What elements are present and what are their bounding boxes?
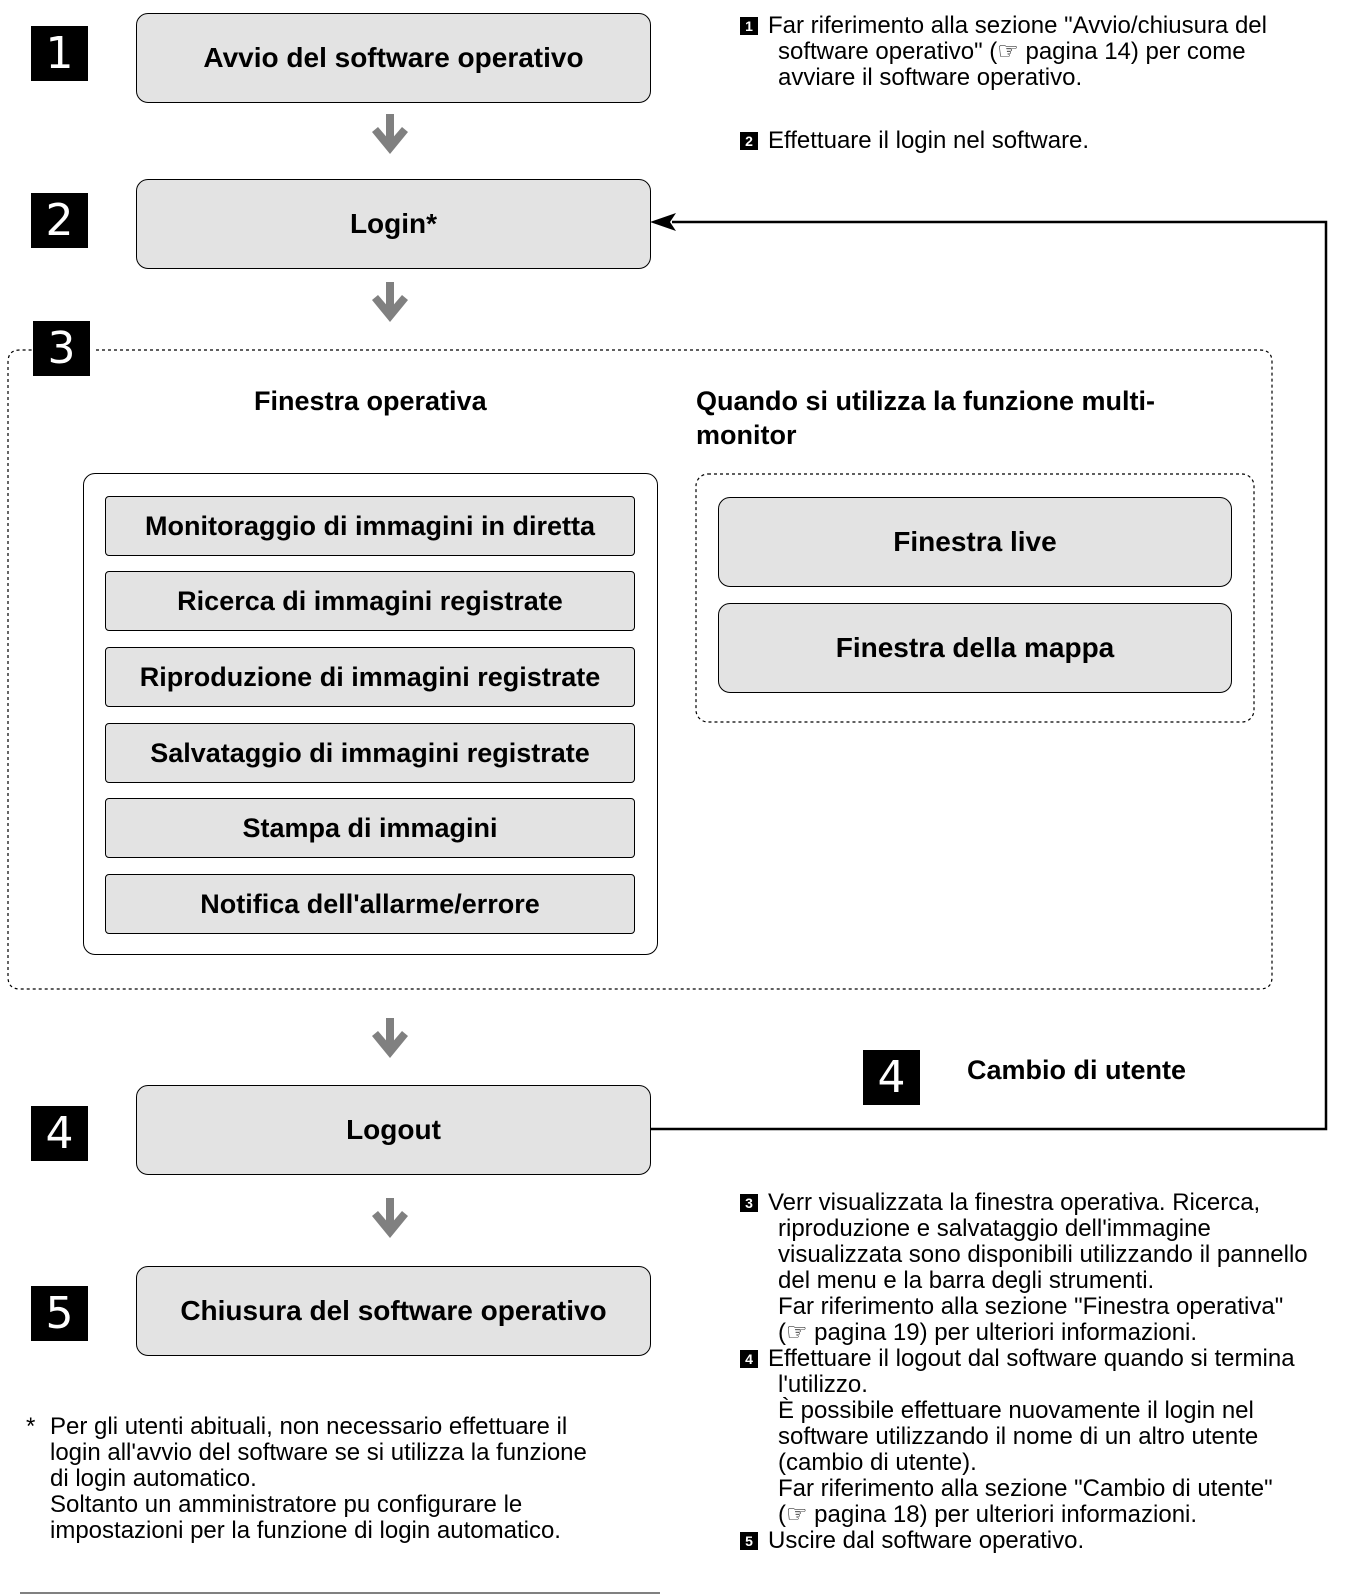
note-marker-5: 5	[740, 1532, 758, 1550]
arrow-2-3	[372, 282, 408, 322]
window-live: Finestra live	[718, 497, 1232, 587]
function-print-images: Stampa di immagini	[105, 798, 635, 858]
arrow-4-5	[372, 1198, 408, 1238]
window-map: Finestra della mappa	[718, 603, 1232, 693]
note-step-1: 1 Far riferimento alla sezione "Avvio/chi…	[740, 13, 1360, 91]
note-4-line: l'utilizzo.	[778, 1371, 868, 1398]
note-4-line: (☞ pagina 18) per ulteriori informazioni…	[778, 1501, 1198, 1528]
function-save-recorded: Salvataggio di immagini registrate	[105, 723, 635, 783]
note-marker-1: 1	[740, 17, 758, 35]
function-alarm-notification: Notifica dell'allarme/errore	[105, 874, 635, 934]
step3-dashed-frame	[7, 349, 1273, 990]
step-exit-software: Chiusura del software operativo	[136, 1266, 651, 1356]
note-4-line: software utilizzando il nome di un altro…	[778, 1423, 1259, 1450]
user-change-number: 4	[863, 1050, 920, 1105]
arrow-1-2	[372, 114, 408, 154]
multi-monitor-heading: Quando si utilizza la funzione multi-mon…	[696, 386, 1155, 450]
operation-window-frame	[83, 473, 658, 955]
note-step-2: 2 Effettuare il login nel software.	[740, 128, 1360, 154]
arrow-3-4	[372, 1018, 408, 1058]
user-change-loop-line	[650, 220, 1328, 1131]
note-3-line: riproduzione e salvataggio dell'immagine	[778, 1215, 1211, 1242]
step-login: Login*	[136, 179, 651, 269]
note-marker-3: 3	[740, 1194, 758, 1212]
note-step-5: 5 Uscire dal software operativo.	[740, 1528, 1367, 1554]
user-change-arrowhead	[650, 213, 676, 231]
note-4-line: Effettuare il logout dal software quando…	[768, 1345, 1295, 1372]
note-1-line: software operativo" (☞ pagina 14) per co…	[778, 38, 1246, 65]
step-number-1: 1	[31, 26, 88, 81]
footnote-line: di login automatico.	[50, 1465, 257, 1492]
step-logout: Logout	[136, 1085, 651, 1175]
multi-monitor-dashed-frame	[695, 473, 1255, 723]
note-5-line: Uscire dal software operativo.	[768, 1527, 1085, 1554]
step-number-5: 5	[31, 1286, 88, 1341]
footnote-asterisk: *	[26, 1413, 36, 1440]
note-step-4: 4 Effettuare il logout dal software quand…	[740, 1346, 1367, 1528]
note-4-line: È possibile effettuare nuovamente il log…	[778, 1397, 1254, 1424]
user-change-label: Cambio di utente	[967, 1055, 1187, 1085]
note-3-line: Verr visualizzata la finestra operativa.…	[768, 1189, 1261, 1216]
step-number-4: 4	[31, 1106, 88, 1161]
footnote-line: login all'avvio del software se si utili…	[50, 1439, 587, 1466]
step-start-software: Avvio del software operativo	[136, 13, 651, 103]
note-marker-2: 2	[740, 132, 758, 150]
note-marker-4: 4	[740, 1350, 758, 1368]
footnote-line: Per gli utenti abituali, non necessario …	[50, 1413, 568, 1440]
function-playback-recorded: Riproduzione di immagini registrate	[105, 647, 635, 707]
note-3-line: (☞ pagina 19) per ulteriori informazioni…	[778, 1319, 1198, 1346]
note-1-line: Far riferimento alla sezione "Avvio/chiu…	[768, 12, 1267, 39]
step-number-2: 2	[31, 193, 88, 248]
note-3-line: Far riferimento alla sezione "Finestra o…	[778, 1293, 1284, 1320]
note-1-line: avviare il software operativo.	[778, 64, 1083, 91]
note-step-3: 3 Verr visualizzata la finestra operativa…	[740, 1190, 1367, 1346]
footnote-line: Soltanto un amministratore pu configurar…	[50, 1491, 523, 1518]
note-4-line: (cambio di utente).	[778, 1449, 977, 1476]
note-4-line: Far riferimento alla sezione "Cambio di …	[778, 1475, 1273, 1502]
footnote: * Per gli utenti abituali, non necessari…	[26, 1414, 676, 1544]
note-3-line: visualizzata sono disponibili utilizzand…	[778, 1241, 1308, 1268]
function-search-recorded: Ricerca di immagini registrate	[105, 571, 635, 631]
function-live-monitoring: Monitoraggio di immagini in diretta	[105, 496, 635, 556]
footnote-line: impostazioni per la funzione di login au…	[50, 1517, 561, 1544]
step-number-3: 3	[33, 321, 90, 376]
note-2-line: Effettuare il login nel software.	[768, 127, 1090, 154]
note-3-line: del menu e la barra degli strumenti.	[778, 1267, 1155, 1294]
operation-window-heading: Finestra operativa	[254, 386, 487, 416]
